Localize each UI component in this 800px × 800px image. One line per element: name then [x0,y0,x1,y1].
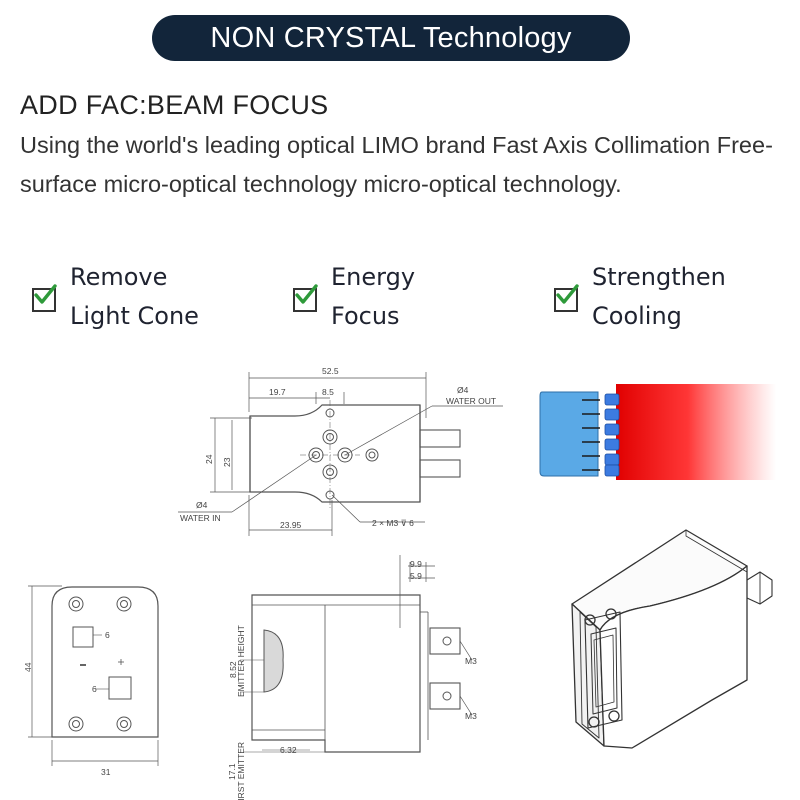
hole-bottom-diameter: Ø4 [196,500,208,510]
side-dim-bottom: 6.32 [280,745,297,755]
dim-left: 19.7 [269,387,286,397]
screw-note: 2 × M3 ⊽ 6 [372,518,414,528]
dim-height-outer: 24 [204,454,214,464]
dim-center: 8.5 [322,387,334,397]
emitter-height-label: EMITTER HEIGHT [236,625,246,697]
first-emitter-label: FIRST EMITTER [236,742,246,800]
side-view-drawing [240,555,473,753]
side-dim-top-b: 5.9 [410,571,422,581]
dim-bottom: 23.95 [280,520,302,530]
first-emitter-value: 17.1 [227,763,237,780]
top-view-drawing [178,372,503,536]
isometric-module-drawing [571,529,773,749]
front-view-drawing [28,585,159,766]
checkbox-icon [554,284,579,312]
m3-label-b: M3 [465,711,477,721]
water-out-label: WATER OUT [446,396,496,406]
side-dim-top-a: 9.9 [410,559,422,569]
checkbox-icon [293,284,318,312]
water-in-label: WATER IN [180,513,221,523]
front-dim-height: 44 [23,662,33,672]
front-dim-a: 6 [105,630,110,640]
checkbox-icon [32,284,57,312]
section-heading: ADD FAC:BEAM FOCUS [20,90,329,120]
laser-emitter-diagram [539,384,776,480]
section-description: Using the world's leading optical LIMO b… [20,132,773,197]
dim-height-inner: 23 [222,457,232,467]
emitter-height-value: 8.52 [228,661,238,678]
front-dim-width: 31 [101,767,111,777]
dim-width: 52.5 [322,366,339,376]
title-banner: NON CRYSTAL Technology [152,15,630,61]
hole-top-diameter: Ø4 [457,385,469,395]
front-dim-b: 6 [92,684,97,694]
m3-label-a: M3 [465,656,477,666]
banner-title: NON CRYSTAL Technology [210,21,572,54]
